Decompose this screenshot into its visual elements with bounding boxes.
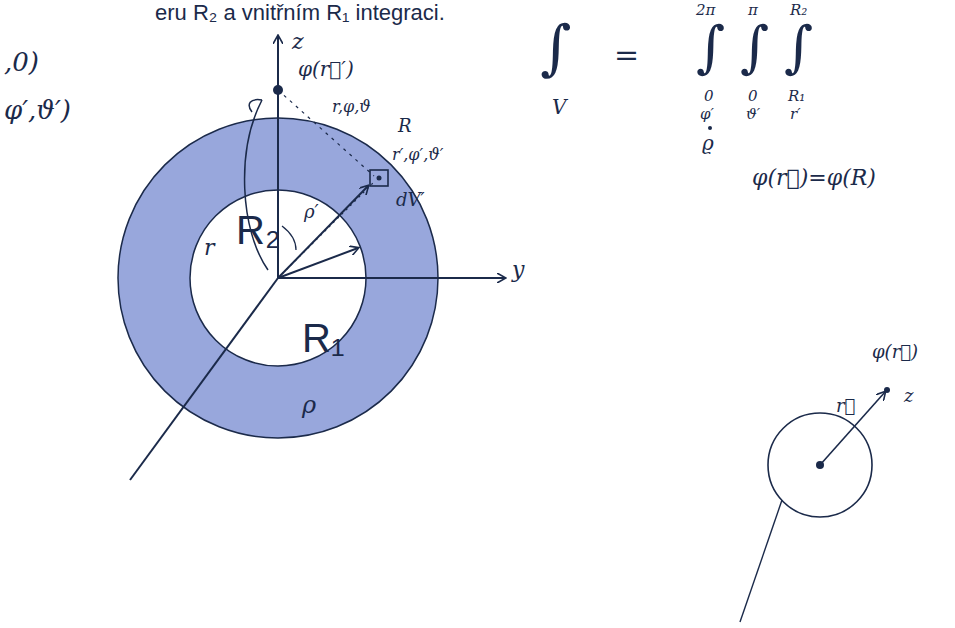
coordinate-label: r,φ,ϑ [332,98,371,116]
rho-line [278,182,374,278]
axis-label: y [512,258,524,282]
distance-bracket [249,100,262,112]
radius-arrow [278,248,358,278]
limit-label: 0 [748,88,758,105]
equation-text: φ(r⃗)=φ(R) [752,166,876,190]
distance-label: R [398,116,412,136]
integral-sign: ∫ [696,16,725,78]
coordinate-label: r′,φ′,ϑ′ [392,146,443,164]
integral-sign: ∫ [740,16,769,78]
distance-label: ρ′ [304,202,319,222]
distance-label: r [204,236,215,260]
axis-label: z [904,386,913,406]
distance-line [278,90,374,176]
density-label: ρ [302,392,316,418]
axis-label: z [292,30,304,54]
limit-label: R₂ [790,2,807,19]
volume-element [370,170,388,186]
axis-line [740,500,782,622]
coordinate-text: ,0) [4,48,39,77]
limit-label: 2π [696,2,715,19]
heading-text: eru R₂ a vnitřním R₁ integraci. [155,1,445,25]
integral-sign: ∫ [784,16,813,78]
variable-label: r′ [790,106,801,123]
integral-sign: ∫ [540,14,571,80]
domain-label: V [552,96,566,118]
x-axis [130,278,278,480]
point-label: φ(r⃗) [872,342,918,362]
point-label: φ(r⃗′) [298,58,354,80]
position-arrow [820,392,885,465]
equals-sign: = [614,38,639,71]
vector-label: r⃗ [836,396,855,416]
angle-arc [282,226,296,250]
dot [708,126,712,130]
field-point [273,85,283,95]
volume-label: dV′ [396,190,425,210]
limit-label: R₁ [788,88,805,105]
field-point [884,387,890,393]
limit-label: π [748,2,758,19]
radius-label: R₂ [236,208,280,252]
coordinate-text: φ′,ϑ′) [4,96,71,125]
variable-label: φ′ [700,106,714,123]
limit-label: 0 [704,88,714,105]
y-axis [278,277,505,279]
radius-label: R₁ [302,316,344,360]
density-label: ϱ [702,132,714,154]
variable-label: ϑ′ [746,106,760,123]
volume-point [377,176,382,181]
